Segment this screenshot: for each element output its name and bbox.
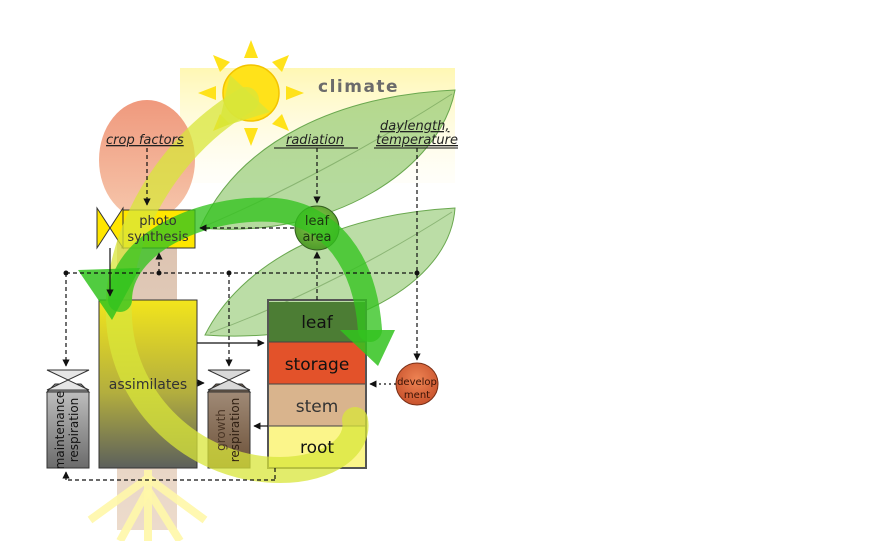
radiation-label: radiation	[286, 133, 344, 148]
crop-factors-label: crop factors	[106, 133, 184, 148]
organ-storage-box	[269, 342, 365, 384]
organ-leaf-label: leaf	[301, 313, 334, 333]
green-cycle-arrow	[108, 197, 382, 342]
flow-junction-dots	[63, 270, 420, 276]
photosynthesis-label-line2: synthesis	[127, 230, 188, 245]
green-cycle-arrowhead-right	[340, 330, 395, 366]
temperature-label: temperature	[376, 133, 458, 148]
leaf-area-label-line2: area	[303, 230, 332, 245]
organ-storage-label: storage	[285, 355, 350, 375]
roots-icon	[87, 470, 208, 541]
crop-factors-balloon	[99, 100, 195, 220]
growth-valve-icon	[207, 369, 251, 391]
climate-label: climate	[318, 77, 399, 97]
growth-respiration-label-line2: respiration	[228, 398, 242, 463]
growth-respiration-label-line1: growth	[214, 409, 228, 451]
maintenance-respiration-label-line1: maintenance	[53, 391, 67, 470]
daylength-label: daylength,	[380, 119, 449, 134]
leaf-area-label-line1: leaf	[305, 214, 330, 229]
photosynthesis-label-line1: photo	[139, 214, 177, 229]
development-label-line2: ment	[404, 390, 430, 401]
yellow-cycle-arrow	[105, 87, 369, 484]
organ-root-label: root	[300, 438, 334, 458]
flow-lines	[62, 148, 421, 481]
yellow-cycle-arrowhead	[218, 75, 270, 128]
assimilates-label: assimilates	[109, 377, 187, 393]
maintenance-respiration-label-line2: respiration	[67, 398, 81, 463]
organ-stem-label: stem	[296, 397, 339, 417]
development-label-line1: develop	[397, 377, 437, 388]
maintenance-valve-icon	[46, 369, 90, 391]
